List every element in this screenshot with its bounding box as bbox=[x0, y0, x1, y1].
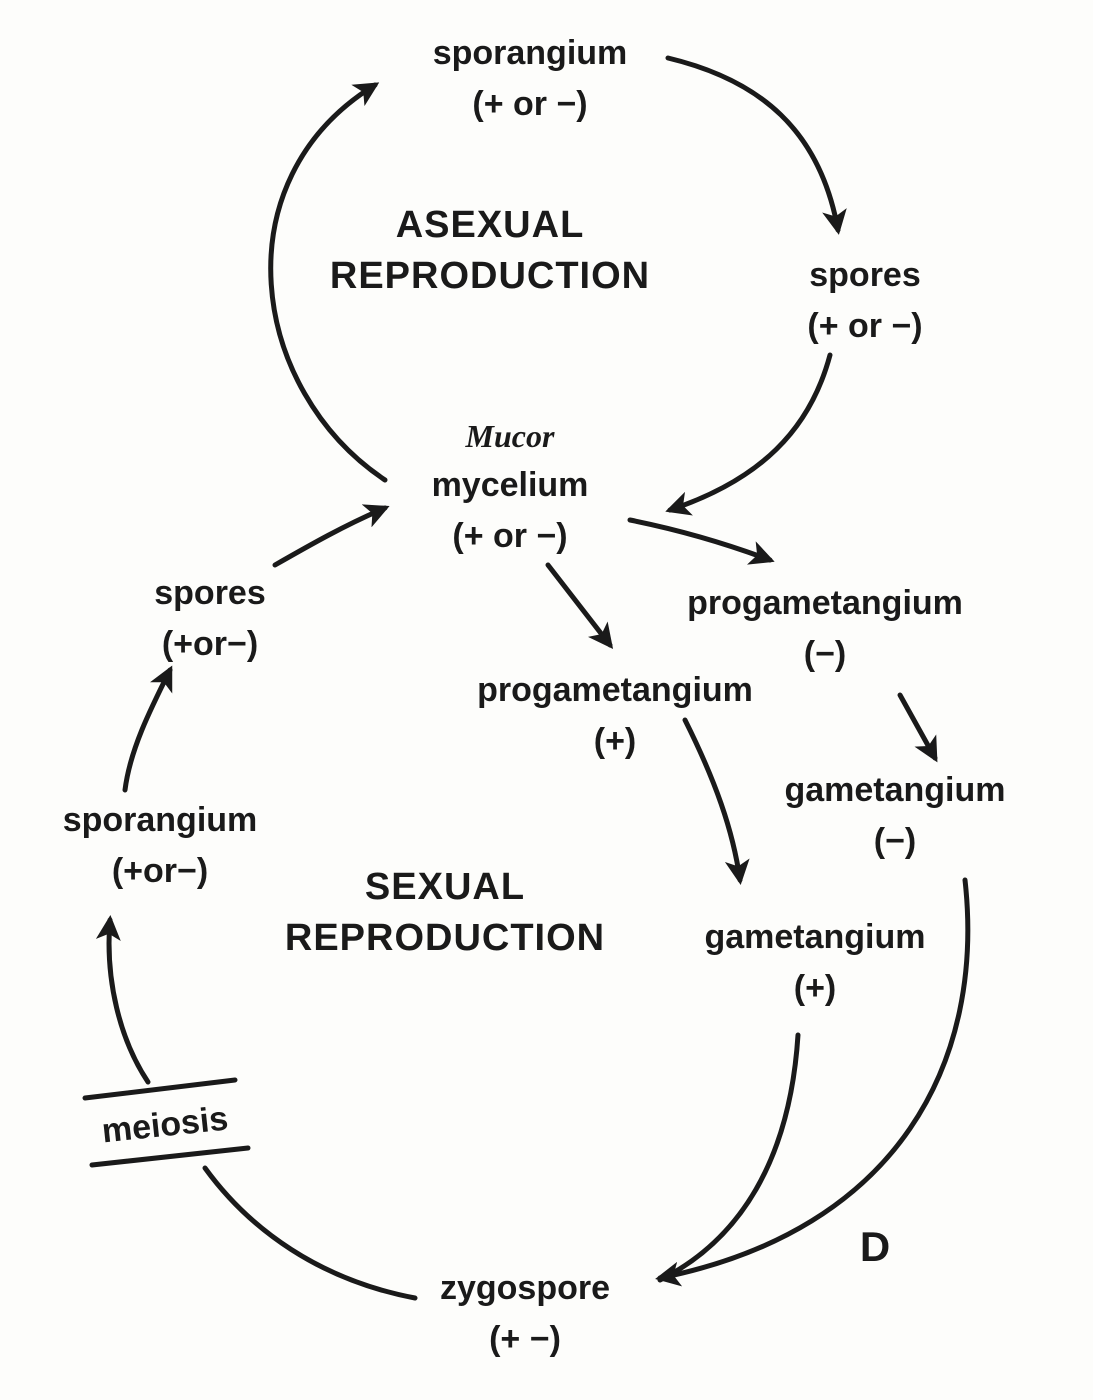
arrow-zygospore-to-meiosis bbox=[202, 1165, 418, 1301]
meiosis-bar-bottom bbox=[89, 1145, 251, 1168]
genus-name: Mucor bbox=[465, 418, 555, 454]
node-progametangium-minus: progametangium (−) bbox=[645, 578, 1005, 680]
arrow-sporangium-to-spores bbox=[665, 55, 847, 235]
arrow-progametangium-plus-to-gametangium-plus bbox=[682, 717, 750, 885]
title-line: REPRODUCTION bbox=[329, 255, 651, 298]
node-name: gametangium bbox=[784, 771, 1006, 809]
node-name: sporangium bbox=[432, 34, 628, 72]
node-name: spores bbox=[809, 256, 921, 294]
node-mating-type: (+) bbox=[593, 722, 637, 760]
arrow-mycelium-to-progametangium-minus bbox=[627, 517, 775, 565]
arrow-sporangium-to-spores-left bbox=[122, 665, 173, 793]
node-mating-type: (+ or −) bbox=[807, 307, 923, 345]
node-progametangium-plus: progametangium (+) bbox=[440, 665, 790, 767]
title-line: ASEXUAL bbox=[395, 204, 585, 246]
node-name: progametangium bbox=[687, 584, 963, 622]
meiosis-bar-top bbox=[82, 1077, 238, 1101]
node-name: zygospore bbox=[439, 1269, 611, 1307]
arrow-spores-to-mycelium bbox=[665, 352, 833, 516]
node-name: mycelium bbox=[431, 466, 589, 504]
arrow-mycelium-to-sporangium bbox=[268, 82, 388, 483]
node-name: gametangium bbox=[704, 918, 926, 956]
arrow-progametangium-minus-to-gametangium-minus bbox=[897, 692, 938, 763]
node-mating-type: (+or−) bbox=[161, 625, 259, 663]
title-line: SEXUAL bbox=[364, 866, 526, 908]
node-name: progametangium bbox=[477, 671, 753, 709]
node-name: sporangium bbox=[62, 801, 258, 839]
node-mating-type: (−) bbox=[873, 822, 917, 860]
node-sporangium-left: sporangium (+or−) bbox=[30, 795, 290, 897]
node-gametangium-minus: gametangium (−) bbox=[750, 765, 1040, 867]
node-mating-type: (+ −) bbox=[489, 1320, 561, 1358]
node-mating-type: (+ or −) bbox=[472, 85, 588, 123]
arrow-gametangium-minus-to-zygospore bbox=[655, 877, 971, 1287]
title-line: REPRODUCTION bbox=[284, 917, 606, 960]
asexual-reproduction-title: ASEXUAL REPRODUCTION bbox=[290, 200, 690, 303]
node-sporangium-top: sporangium (+ or −) bbox=[405, 28, 655, 130]
node-zygospore: zygospore (+ −) bbox=[405, 1263, 645, 1365]
node-mating-type: (+or−) bbox=[111, 852, 209, 890]
sexual-reproduction-title: SEXUAL REPRODUCTION bbox=[240, 862, 650, 965]
node-gametangium-plus: gametangium (+) bbox=[670, 912, 960, 1014]
node-mucor-mycelium: Mucor mycelium (+ or −) bbox=[400, 412, 620, 562]
arrow-gametangium-plus-to-zygospore bbox=[657, 1032, 801, 1283]
node-mating-type: (+) bbox=[793, 969, 837, 1007]
node-name: spores bbox=[154, 574, 266, 612]
node-spores-right: spores (+ or −) bbox=[765, 250, 965, 352]
node-mating-type: (−) bbox=[803, 635, 847, 673]
node-spores-left: spores (+or−) bbox=[120, 568, 300, 670]
arrow-mycelium-to-progametangium-plus bbox=[545, 562, 614, 649]
node-mating-type: (+ or −) bbox=[452, 517, 568, 555]
panel-letter: D bbox=[859, 1223, 891, 1270]
arrow-spores-left-to-mycelium bbox=[272, 504, 390, 568]
arrow-meiosis-to-sporangium bbox=[95, 915, 151, 1085]
